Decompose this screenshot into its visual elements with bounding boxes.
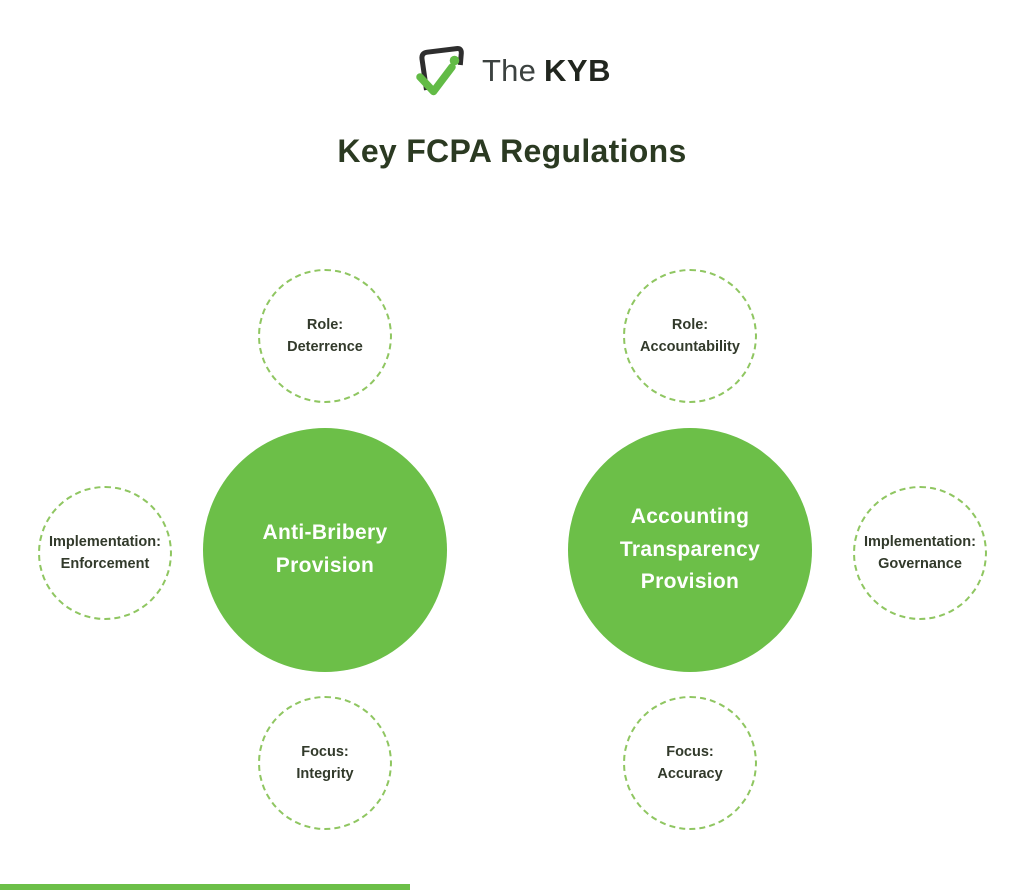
satellite-focus-integrity: Focus: Integrity bbox=[258, 696, 392, 830]
bottom-accent-bar bbox=[0, 884, 410, 890]
satellite-role-accountability: Role: Accountability bbox=[623, 269, 757, 403]
satellite-implementation-governance: Implementation: Governance bbox=[853, 486, 987, 620]
page-title: Key FCPA Regulations bbox=[337, 133, 687, 169]
logo-word-kyb: KYB bbox=[544, 53, 611, 88]
main-circle-anti-bribery: Anti-Bribery Provision bbox=[203, 428, 447, 672]
satellite-role-deterrence: Role: Deterrence bbox=[258, 269, 392, 403]
satellite-focus-accuracy: Focus: Accuracy bbox=[623, 696, 757, 830]
satellite-implementation-enforcement: Implementation: Enforcement bbox=[38, 486, 172, 620]
kyb-checkmark-logo-icon bbox=[416, 46, 464, 96]
kyb-logo: The KYB bbox=[0, 40, 1024, 102]
logo-word-the: The bbox=[482, 53, 537, 88]
logo-wordmark: The KYB bbox=[482, 53, 611, 89]
main-circle-accounting-transparency: Accounting Transparency Provision bbox=[568, 428, 812, 672]
